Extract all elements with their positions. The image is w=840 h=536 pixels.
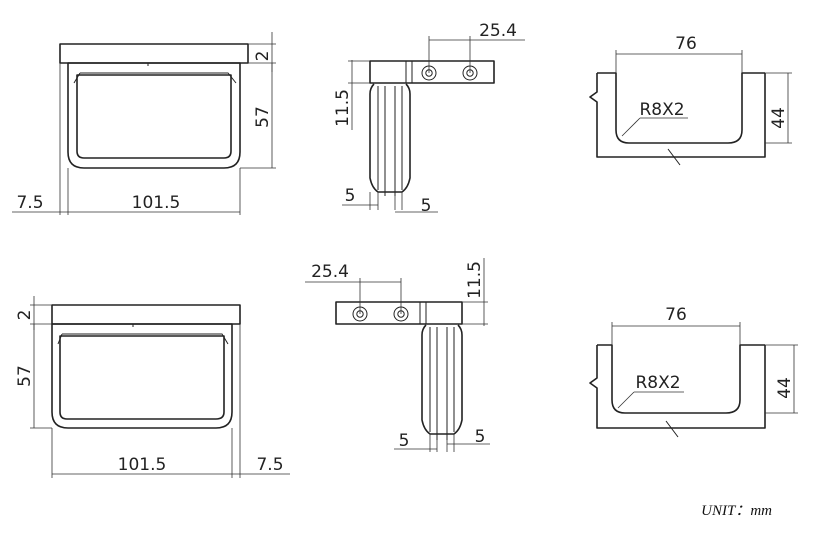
dim-thickness-label: 2 xyxy=(253,51,273,62)
dim-radius-label: R8X2 xyxy=(635,373,680,393)
profile-upper xyxy=(589,50,792,166)
dim-right-label: 5 xyxy=(475,427,486,447)
side-view-lower xyxy=(305,258,490,452)
dim-width-label: 101.5 xyxy=(118,455,167,475)
dim-offset-label: 7.5 xyxy=(16,193,43,213)
dim-height-label: 57 xyxy=(15,365,35,387)
dim-height-label: 44 xyxy=(775,377,795,399)
dim-radius-label: R8X2 xyxy=(639,100,684,120)
top-view-lower xyxy=(30,296,290,478)
dim-hole-spacing-label: 25.4 xyxy=(479,21,517,41)
dim-height-label: 11.5 xyxy=(333,89,353,127)
top-view-upper xyxy=(12,32,276,215)
dim-left-label: 5 xyxy=(345,186,356,206)
dim-height-label: 11.5 xyxy=(465,261,485,299)
dim-left-label: 5 xyxy=(399,431,410,451)
dim-height-label: 57 xyxy=(253,106,273,128)
dim-height-label: 44 xyxy=(769,107,789,129)
dim-width-label: 76 xyxy=(675,34,697,54)
dim-width-label: 76 xyxy=(665,305,687,325)
dim-thickness-label: 2 xyxy=(15,310,35,321)
dim-offset-label: 7.5 xyxy=(256,455,283,475)
profile-lower xyxy=(589,322,798,438)
dim-width-label: 101.5 xyxy=(132,193,181,213)
side-view-upper xyxy=(342,36,525,213)
unit-label: UNIT：mm xyxy=(701,503,772,519)
dim-right-label: 5 xyxy=(421,196,432,216)
dim-hole-spacing-label: 25.4 xyxy=(311,262,349,282)
